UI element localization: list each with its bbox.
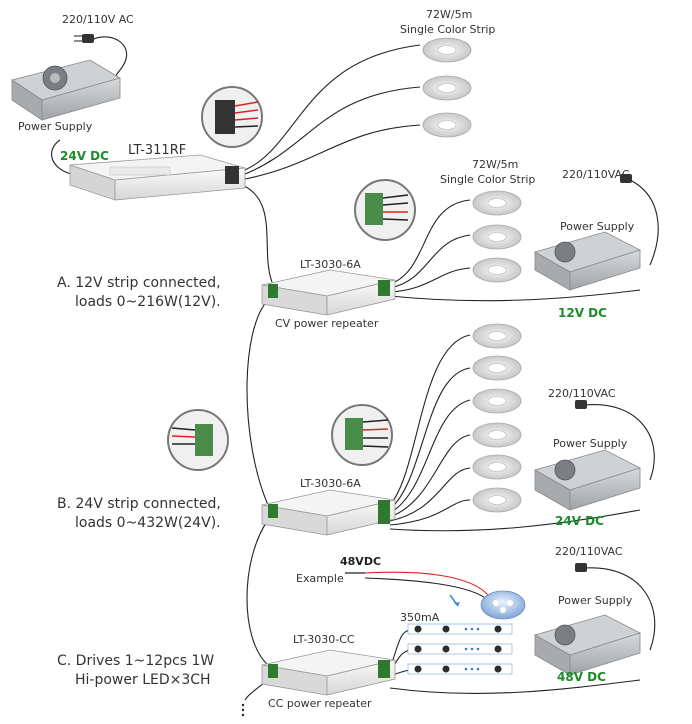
a-desc-line1: A. 12V strip connected, [57, 275, 221, 291]
top-dc-label: 24V DC [60, 149, 109, 163]
c-power-supply [533, 563, 642, 676]
a-desc-line2: loads 0~216W(12V). [75, 294, 221, 310]
c-vdc-label: 48VDC [340, 555, 382, 568]
a-power-supply-label: Power Supply [560, 220, 635, 233]
b-dc-label: 24V DC [555, 514, 604, 528]
top-ac-plug [74, 34, 94, 43]
top-strip-reels [422, 37, 472, 138]
b-ac-label: 220/110VAC [548, 387, 616, 400]
a-strip-watts: 72W/5m [472, 158, 519, 171]
b-left-magnifier [167, 409, 229, 471]
a-strip-reels [472, 190, 522, 283]
top-power-supply-label: Power Supply [18, 120, 93, 133]
a-repeater-desc: CV power repeater [275, 317, 379, 330]
c-repeater-label: LT-3030-CC [293, 633, 355, 646]
c-desc-line2: Hi-power LED×3CH [75, 672, 211, 688]
top-strip-watts: 72W/5m [426, 8, 473, 21]
a-power-supply [533, 174, 642, 291]
a-repeater-label: LT-3030-6A [300, 258, 361, 271]
c-ac-label: 220/110VAC [555, 545, 623, 558]
c-power-supply-label: Power Supply [558, 594, 633, 607]
b-desc-line1: B. 24V strip connected, [57, 496, 221, 512]
b-repeater-label: LT-3030-6A [300, 477, 361, 490]
top-power-supply [11, 59, 122, 121]
a-magnifier [354, 179, 416, 241]
b-right-magnifier [331, 404, 393, 466]
b-power-supply-label: Power Supply [553, 437, 628, 450]
a-dc-label: 12V DC [558, 306, 607, 320]
b-desc-line2: loads 0~432W(24V). [75, 515, 221, 531]
a-repeater [261, 269, 396, 316]
c-current-label: 350mA [400, 611, 440, 624]
continuation-dots [241, 703, 245, 717]
c-repeater-desc: CC power repeater [268, 697, 372, 710]
lt-311rf-controller [69, 154, 246, 201]
c-led-array [407, 623, 513, 675]
wires [51, 36, 659, 701]
b-repeater [261, 489, 396, 536]
c-example-wire [345, 571, 489, 601]
a-strip-name: Single Color Strip [440, 173, 536, 186]
top-ac-label: 220/110V AC [62, 13, 134, 26]
top-strip-name: Single Color Strip [400, 23, 496, 36]
c-repeater [261, 649, 396, 696]
top-terminal-magnifier [201, 86, 263, 148]
c-dc-label: 48V DC [557, 670, 606, 684]
c-example-label: Example [296, 572, 344, 585]
c-desc-line1: C. Drives 1~12pcs 1W [57, 653, 215, 669]
b-power-supply [533, 400, 642, 511]
b-strip-reels [472, 323, 522, 513]
c-led-bulb [449, 590, 526, 620]
controller-label: LT-311RF [128, 143, 187, 158]
a-ac-label: 220/110VAC [562, 168, 630, 181]
